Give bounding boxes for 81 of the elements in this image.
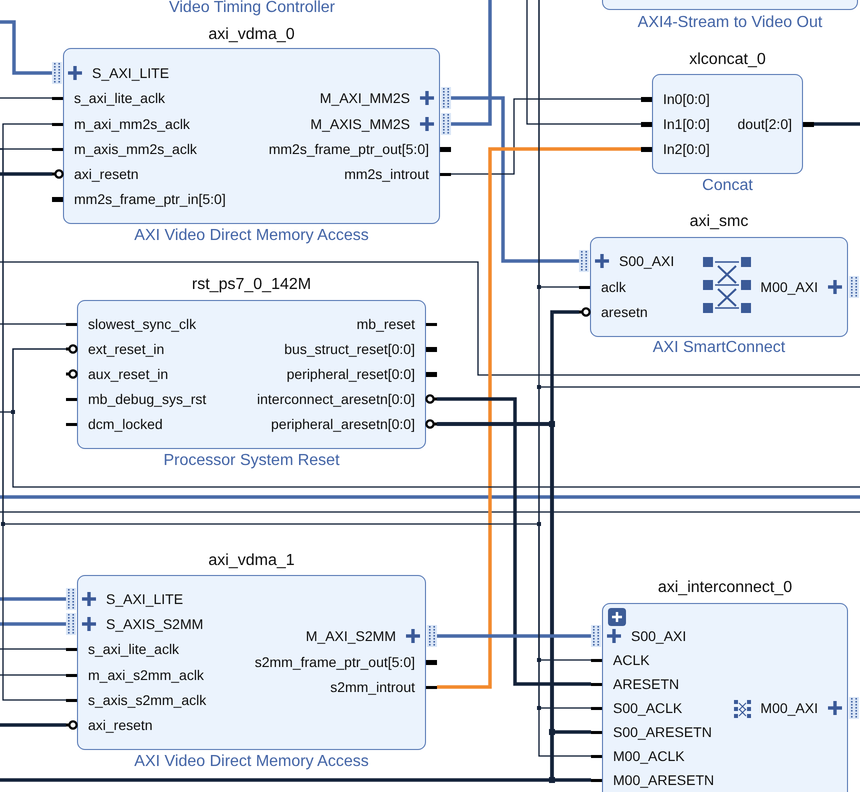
port-name: aux_reset_in [88,365,168,384]
bus-wire [437,634,591,638]
instance-name: axi_vdma_0 [208,26,295,44]
bus-wire [451,0,492,126]
port-name: s2mm_frame_ptr_out[5:0] [254,653,415,672]
port-name: s_axis_s2mm_aclk [88,691,206,710]
port-name: dcm_locked [88,415,163,434]
port-name: S_AXI_LITE [106,590,184,609]
bus-wire [0,622,66,626]
signal-wire [437,397,591,686]
port-name: slowest_sync_clk [88,315,196,334]
port-name: axi_resetn [74,165,139,184]
signal-wire [538,386,860,661]
ip-core-name: AXI SmartConnect [652,339,786,357]
port-name: ARESETN [613,675,680,694]
port-name: s_axi_lite_aclk [88,640,180,659]
signal-wire [0,123,52,150]
port-name: M00_AXI [760,278,818,297]
port-name: peripheral_reset[0:0] [286,365,415,384]
ip-core-name: Video Timing Controller [169,0,335,17]
port-name: mm2s_frame_ptr_out[5:0] [268,140,429,159]
signal-wire [0,648,66,650]
bus-wire [0,20,52,75]
bus-wire [451,96,579,263]
signal-wire [12,348,860,488]
port-name: ext_reset_in [88,340,164,359]
port-name: m_axi_mm2s_aclk [74,115,190,134]
ip-core-name: Processor System Reset [163,452,340,470]
port-name: aresetn [601,303,648,322]
bus-wire [0,597,66,601]
signal-wire [0,148,591,709]
port-name: S00_AXI [619,252,674,271]
port-name: S00_AXI [631,627,686,646]
instance-name: axi_vdma_1 [208,552,295,570]
port-name: S00_ACLK [613,699,682,718]
port-name: m_axi_s2mm_aclk [88,666,204,685]
port-name: mb_debug_sys_rst [88,390,206,409]
signal-wire [0,97,52,99]
port-name: In1[0:0] [663,115,710,134]
signal-wire [0,674,66,676]
port-name: m_axis_mm2s_aclk [74,140,197,159]
port-name: M00_ACLK [613,747,685,766]
instance-name: rst_ps7_0_142M [192,276,312,294]
port-name: peripheral_aresetn[0:0] [271,415,415,434]
port-name: mb_reset [356,315,415,334]
port-name: M_AXI_MM2S [320,89,410,108]
port-name: ACLK [613,651,650,670]
port-name: S00_ARESETN [613,723,712,742]
signal-wire [526,0,641,125]
port-name: S_AXI_LITE [92,64,170,83]
port-name: M_AXI_S2MM [306,627,396,646]
port-name: M00_ARESETN [613,771,714,790]
signal-wire [451,98,641,175]
ip-core-name: AXI Video Direct Memory Access [134,753,369,771]
ip-core-name: AXI4-Stream to Video Out [638,14,822,32]
port-name: mm2s_introut [344,165,429,184]
port-name: M00_AXI [760,699,818,718]
instance-name: xlconcat_0 [689,51,766,69]
port-name: mm2s_frame_ptr_in[5:0] [74,190,226,209]
port-name: M_AXIS_MM2S [310,115,410,134]
port-name: interconnect_aresetn[0:0] [257,390,415,409]
port-name: aclk [601,278,626,297]
bus-wire [437,147,641,689]
signal-wire [0,723,66,727]
instance-name: axi_smc [690,213,748,231]
port-name: dout[2:0] [738,115,792,134]
instance-name: axi_interconnect_0 [658,579,792,597]
ip-core-name: Concat [702,177,753,195]
signal-wire [538,0,591,757]
port-name: bus_struct_reset[0:0] [284,340,415,359]
port-name: axi_resetn [88,716,153,735]
port-name: s_axi_lite_aclk [74,89,166,108]
port-name: S_AXIS_S2MM [106,615,204,634]
signal-wire [0,172,52,176]
ip-core-name: AXI Video Direct Memory Access [134,227,369,245]
signal-wire [0,422,554,782]
signal-wire [814,122,860,126]
port-name: In2[0:0] [663,140,710,159]
port-name: In0[0:0] [663,90,710,109]
port-name: s2mm_introut [330,678,415,697]
signal-wire [0,323,66,325]
